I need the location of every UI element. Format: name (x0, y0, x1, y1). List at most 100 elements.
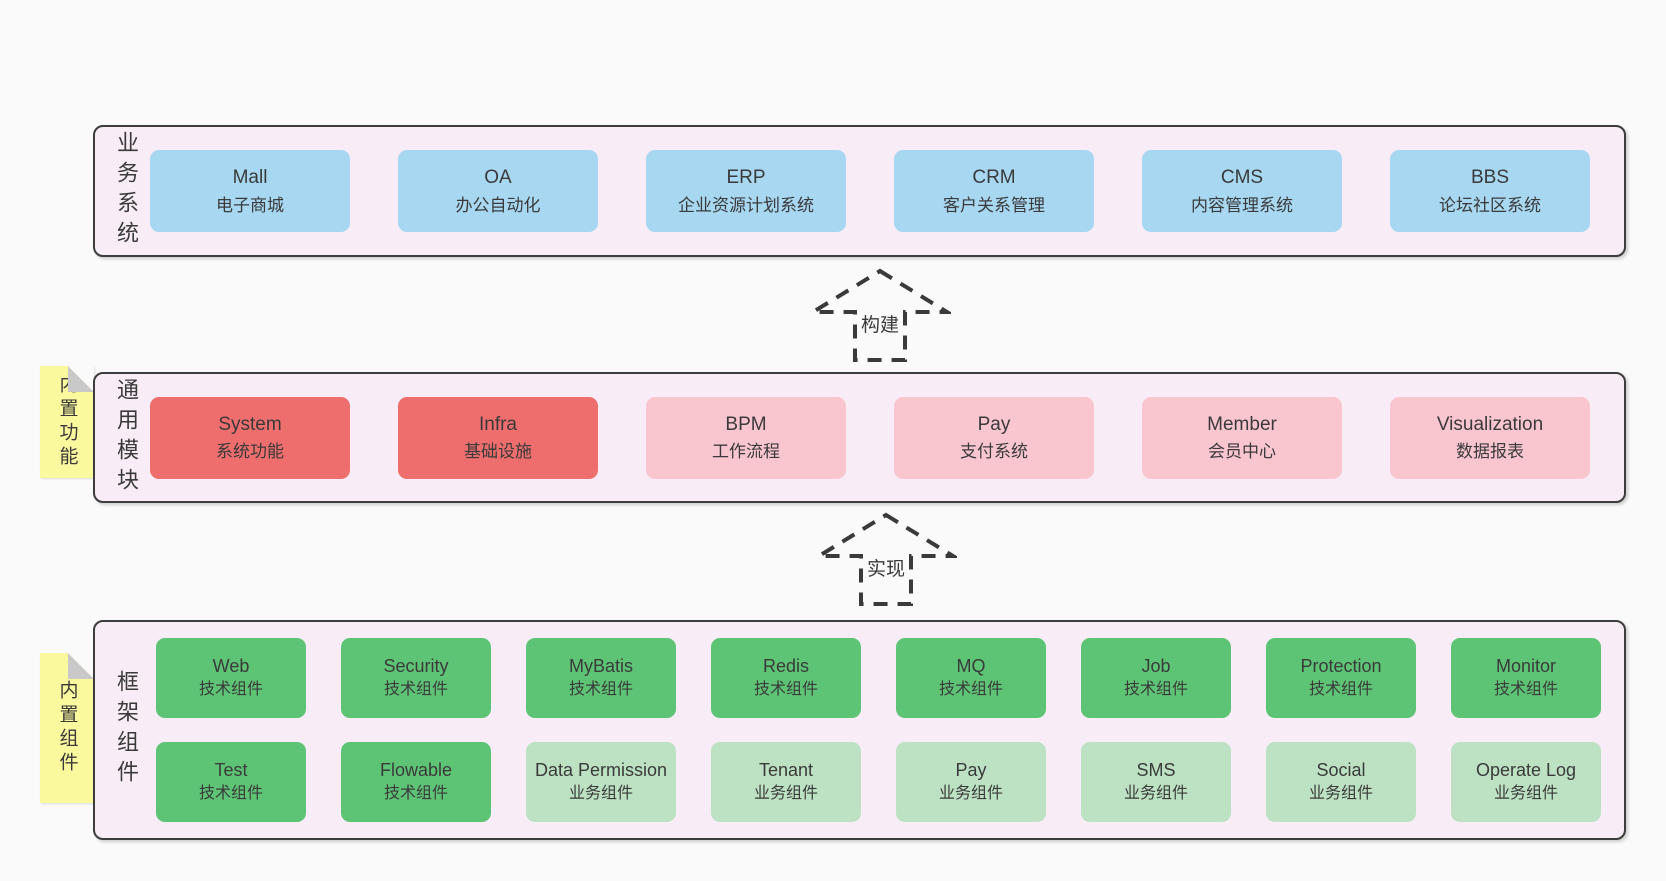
box-title: SMS (1136, 759, 1176, 780)
box-title: MQ (956, 655, 986, 676)
built-in-features-note-label: 内置功能 (56, 374, 78, 470)
box-subtitle: 企业资源计划系统 (678, 195, 814, 215)
box-subtitle: 系统功能 (216, 442, 284, 461)
box-title: Pay (977, 413, 1011, 435)
built-in-components-note-label: 内置组件 (56, 680, 78, 776)
box-title: Operate Log (1475, 759, 1577, 780)
box-web: Web 技术组件 (156, 638, 306, 718)
box-title: BPM (725, 413, 767, 435)
box-title: Redis (762, 655, 810, 676)
build-arrow-label: 构建 (857, 310, 903, 337)
box-title: Security (383, 655, 449, 676)
framework-components-label: 框架组件 (114, 670, 139, 790)
build-arrow: 构建 (809, 268, 951, 364)
box-mybatis: MyBatis 技术组件 (526, 638, 676, 718)
box-title: Test (214, 759, 248, 780)
box-subtitle: 内容管理系统 (1191, 195, 1293, 215)
box-crm: CRM 客户关系管理 (894, 150, 1094, 232)
box-test: Test 技术组件 (156, 742, 306, 822)
box-subtitle: 技术组件 (938, 681, 1003, 699)
box-subtitle: 数据报表 (1456, 442, 1524, 461)
box-title: CRM (972, 167, 1016, 188)
box-title: Flowable (379, 759, 453, 780)
box-data-permission: Data Permission 业务组件 (526, 742, 676, 822)
box-title: Protection (1300, 655, 1382, 676)
box-bbs: BBS 论坛社区系统 (1390, 150, 1590, 232)
box-title: Pay (955, 759, 987, 780)
business-systems-panel: 业务系统 Mall 电子商城 OA 办公自动化 ERP 企业资源计划系统 CRM… (93, 125, 1626, 257)
box-system: System 系统功能 (150, 396, 350, 479)
box-subtitle: 客户关系管理 (943, 195, 1045, 215)
box-infra: Infra 基础设施 (398, 396, 598, 479)
box-subtitle: 业务组件 (938, 785, 1003, 803)
box-mq: MQ 技术组件 (896, 638, 1046, 718)
built-in-features-note: 内置功能 (40, 366, 94, 478)
box-mall: Mall 电子商城 (150, 150, 350, 232)
built-in-components-note: 内置组件 (40, 653, 94, 803)
box-subtitle: 会员中心 (1208, 442, 1276, 461)
box-subtitle: 业务组件 (1123, 785, 1188, 803)
box-subtitle: 论坛社区系统 (1439, 195, 1541, 215)
framework-components-rows: Web 技术组件 Security 技术组件 MyBatis 技术组件 Redi… (137, 638, 1601, 822)
box-bpm: BPM 工作流程 (646, 396, 846, 479)
box-pay-component: Pay 业务组件 (896, 742, 1046, 822)
box-subtitle: 业务组件 (753, 785, 818, 803)
box-title: Mall (232, 167, 268, 188)
box-subtitle: 支付系统 (960, 442, 1028, 461)
box-subtitle: 技术组件 (198, 785, 263, 803)
box-subtitle: 技术组件 (1493, 681, 1558, 699)
business-systems-label: 业务系统 (114, 131, 139, 251)
box-title: Member (1207, 413, 1277, 435)
box-title: Visualization (1436, 413, 1544, 435)
box-title: Social (1316, 759, 1366, 780)
box-title: Tenant (758, 759, 814, 780)
box-title: OA (484, 167, 512, 188)
box-title: Web (212, 655, 250, 676)
framework-components-row-2: Test 技术组件 Flowable 技术组件 Data Permission … (156, 742, 1601, 822)
common-modules-label: 通用模块 (114, 377, 139, 498)
implement-arrow-label: 实现 (863, 554, 909, 581)
box-subtitle: 技术组件 (383, 785, 448, 803)
box-redis: Redis 技术组件 (711, 638, 861, 718)
box-erp: ERP 企业资源计划系统 (646, 150, 846, 232)
box-job: Job 技术组件 (1081, 638, 1231, 718)
implement-arrow: 实现 (815, 512, 957, 608)
box-protection: Protection 技术组件 (1266, 638, 1416, 718)
box-cms: CMS 内容管理系统 (1142, 150, 1342, 232)
box-title: ERP (726, 167, 766, 188)
box-title: BBS (1470, 167, 1510, 188)
common-modules-panel: 通用模块 System 系统功能 Infra 基础设施 BPM 工作流程 Pay… (93, 372, 1626, 503)
box-title: MyBatis (568, 655, 633, 676)
box-title: Infra (478, 413, 518, 435)
box-title: System (218, 413, 282, 435)
box-subtitle: 技术组件 (1123, 681, 1188, 699)
box-oa: OA 办公自动化 (398, 150, 598, 232)
box-pay-module: Pay 支付系统 (894, 396, 1094, 479)
box-monitor: Monitor 技术组件 (1451, 638, 1601, 718)
box-subtitle: 技术组件 (383, 681, 448, 699)
business-systems-boxes: Mall 电子商城 OA 办公自动化 ERP 企业资源计划系统 CRM 客户关系… (150, 150, 1590, 232)
box-title: Data Permission (534, 759, 668, 780)
common-modules-boxes: System 系统功能 Infra 基础设施 BPM 工作流程 Pay 支付系统… (150, 396, 1590, 479)
box-subtitle: 技术组件 (568, 681, 633, 699)
box-subtitle: 办公自动化 (455, 195, 541, 215)
box-subtitle: 技术组件 (1308, 681, 1373, 699)
box-title: Monitor (1495, 655, 1557, 676)
box-operate-log: Operate Log 业务组件 (1451, 742, 1601, 822)
box-subtitle: 技术组件 (753, 681, 818, 699)
folded-corner-icon (68, 366, 94, 392)
box-security: Security 技术组件 (341, 638, 491, 718)
box-member: Member 会员中心 (1142, 396, 1342, 479)
box-subtitle: 业务组件 (1493, 785, 1558, 803)
box-subtitle: 基础设施 (464, 442, 532, 461)
box-social: Social 业务组件 (1266, 742, 1416, 822)
box-visualization: Visualization 数据报表 (1390, 396, 1590, 479)
box-flowable: Flowable 技术组件 (341, 742, 491, 822)
box-sms: SMS 业务组件 (1081, 742, 1231, 822)
framework-components-row-1: Web 技术组件 Security 技术组件 MyBatis 技术组件 Redi… (156, 638, 1601, 718)
box-subtitle: 工作流程 (712, 442, 780, 461)
box-subtitle: 技术组件 (198, 681, 263, 699)
box-title: CMS (1220, 167, 1264, 188)
folded-corner-icon (68, 653, 94, 679)
box-tenant: Tenant 业务组件 (711, 742, 861, 822)
